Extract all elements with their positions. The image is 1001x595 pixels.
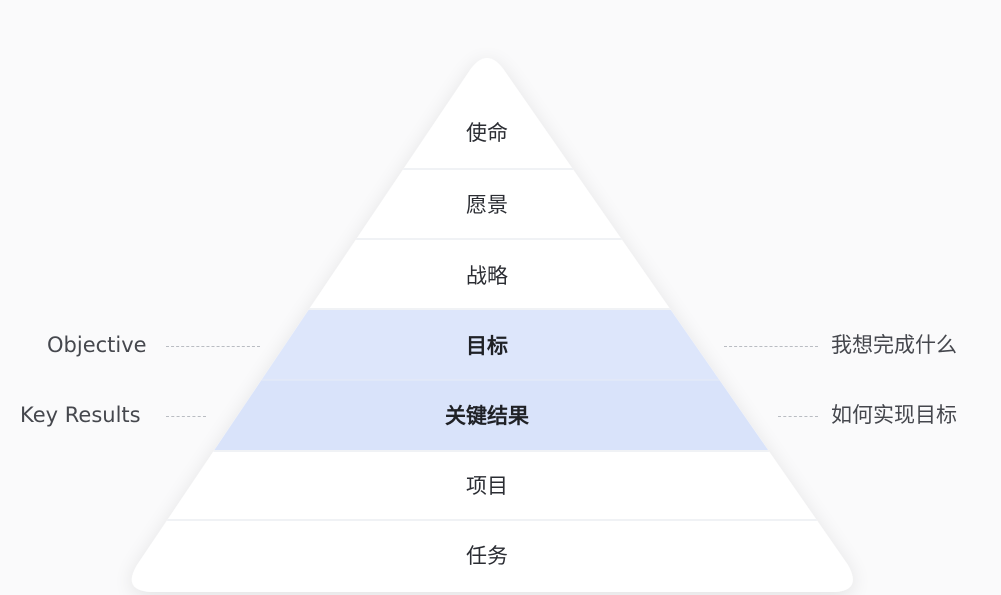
level-label-objective: 目标 [466, 334, 508, 358]
level-label-mission: 使命 [466, 121, 508, 145]
left-annotation-objective: Objective [47, 333, 147, 357]
level-label-vision: 愿景 [466, 193, 508, 217]
right-dash-key-results [778, 416, 818, 417]
level-label-projects: 项目 [466, 474, 508, 498]
level-label-key-results: 关键结果 [445, 404, 529, 428]
right-dash-objective [724, 346, 818, 347]
level-label-strategy: 战略 [466, 264, 508, 288]
right-annotation-key-results: 如何实现目标 [831, 403, 957, 427]
level-label-tasks: 任务 [466, 544, 508, 568]
left-annotation-key-results: Key Results [20, 403, 141, 427]
left-dash-objective [166, 346, 260, 347]
right-annotation-objective: 我想完成什么 [831, 333, 957, 357]
left-dash-key-results [166, 416, 206, 417]
